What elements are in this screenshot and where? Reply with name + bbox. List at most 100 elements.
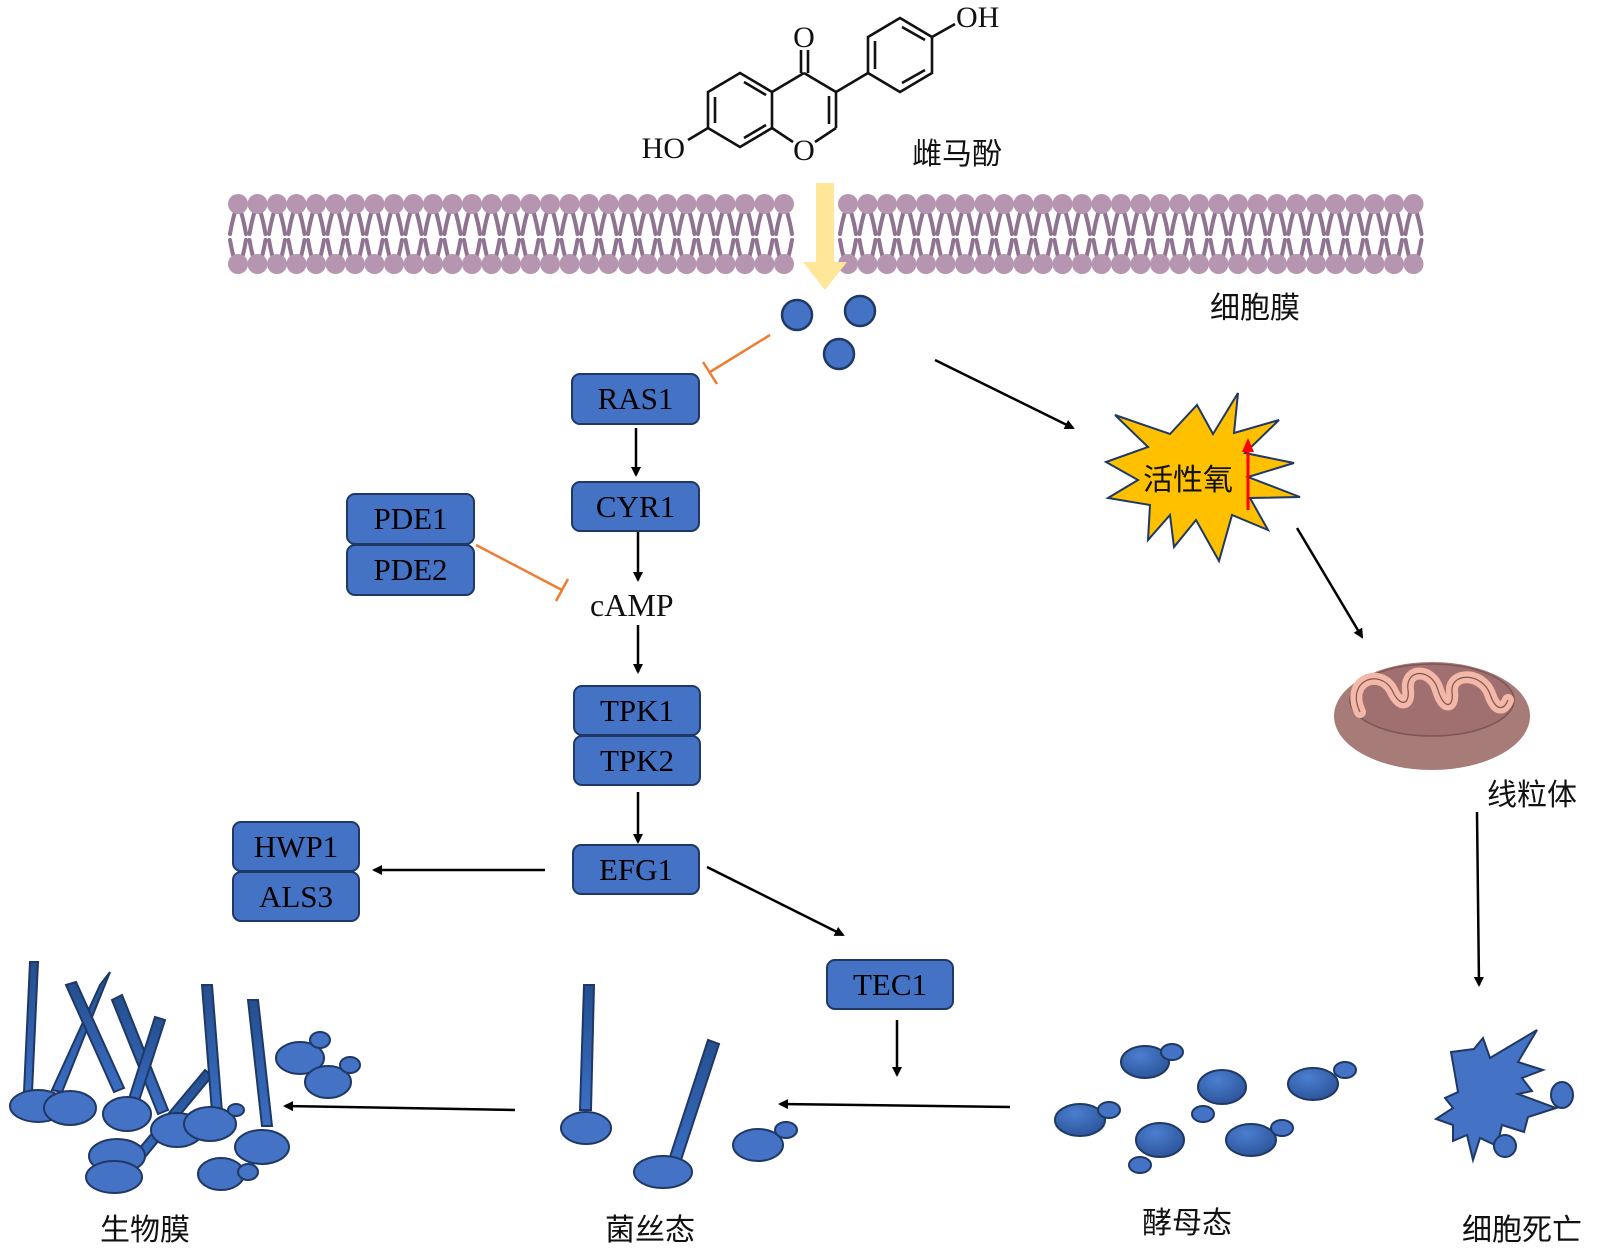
lipid-tail	[1091, 210, 1112, 236]
lipid-head	[579, 194, 599, 214]
lipid-tail	[481, 210, 502, 236]
mitochondrion	[1334, 662, 1530, 770]
lipid-head	[696, 194, 716, 214]
lipid-head	[1189, 194, 1209, 214]
protein-label: TPK1	[599, 692, 675, 728]
lipid-head	[1033, 194, 1053, 214]
arrow-hyphal-to-biofilm	[283, 1101, 516, 1112]
lipid-tail	[345, 210, 365, 236]
lipid-head	[735, 194, 755, 214]
hyphal-cells	[560, 984, 798, 1189]
protein-tec1[interactable]: TEC1	[826, 959, 954, 1010]
lipid-head	[228, 254, 248, 274]
protein-label: EFG1	[598, 851, 674, 887]
lipid-head	[1247, 254, 1268, 274]
lipid-tail	[1150, 210, 1170, 236]
lipid-head	[1286, 254, 1307, 274]
lipid-tail	[364, 210, 385, 236]
lipid-head	[935, 254, 956, 274]
cell-death-label: 细胞死亡	[1462, 1213, 1582, 1248]
lipid-head	[637, 254, 658, 274]
lipid-head	[1208, 194, 1229, 214]
molecule-dot	[822, 337, 856, 371]
protein-hwp1[interactable]: HWP1	[232, 821, 360, 872]
cell-membrane	[228, 194, 1424, 274]
protein-efg1[interactable]: EFG1	[572, 844, 700, 895]
lipid-tail	[1169, 210, 1190, 236]
lipid-head	[481, 194, 502, 214]
lipid-head	[637, 194, 658, 214]
lipid-head	[1052, 194, 1073, 214]
lipid-tail	[838, 210, 858, 236]
hydroxyl-left-label: HO	[642, 132, 685, 165]
lipid-head	[1130, 194, 1151, 214]
lipid-head	[1247, 194, 1268, 214]
protein-tpk1[interactable]: TPK1	[573, 685, 701, 736]
lipid-tail	[520, 210, 541, 236]
lipid-tail	[286, 210, 307, 236]
lipid-tail	[540, 210, 560, 236]
lipid-tail	[676, 210, 697, 236]
lipid-head	[1150, 254, 1170, 274]
lipid-tail	[618, 210, 638, 236]
lipid-tail	[423, 210, 443, 236]
arrow-molecules-ros	[934, 358, 1075, 430]
lipid-head	[676, 194, 697, 214]
lipid-tail	[403, 210, 424, 236]
protein-pde1[interactable]: PDE1	[346, 493, 475, 545]
lipid-tail	[325, 210, 346, 236]
protein-label: PDE1	[373, 501, 448, 536]
lipid-head	[1091, 194, 1112, 214]
lipid-head	[1364, 254, 1385, 274]
ring-oxygen-label: O	[793, 134, 815, 167]
lipid-head	[1091, 254, 1112, 274]
lipid-head	[1286, 194, 1307, 214]
lipid-head	[1052, 254, 1073, 274]
lipid-tail	[877, 210, 897, 236]
lipid-head	[935, 194, 956, 214]
lipid-tail	[857, 210, 878, 236]
lipid-tail	[896, 210, 917, 236]
yeast-cells	[1054, 1043, 1357, 1174]
lipid-head	[1072, 254, 1092, 274]
lipid-head	[1208, 254, 1229, 274]
entry-arrow	[803, 183, 847, 290]
lipid-head	[1345, 254, 1365, 274]
lipid-tail	[754, 210, 775, 236]
lipid-tail	[579, 210, 599, 236]
biofilm-cells	[9, 961, 361, 1194]
lipid-head	[955, 194, 975, 214]
lipid-head	[306, 194, 326, 214]
biofilm-hypha	[50, 971, 111, 1094]
arrow-yeast-to-hyphal	[778, 1099, 1011, 1110]
lipid-tail	[935, 210, 956, 236]
lipid-tail	[1345, 210, 1365, 236]
lipid-head	[501, 254, 521, 274]
lipid-tail	[715, 210, 736, 236]
lipid-head	[325, 194, 346, 214]
lipid-head	[774, 194, 794, 214]
protein-cyr1[interactable]: CYR1	[571, 481, 700, 532]
lipid-tail	[501, 210, 521, 236]
lipid-head	[1267, 254, 1287, 274]
ros-starburst	[1103, 392, 1301, 564]
protein-label: TPK2	[599, 742, 675, 778]
carbonyl-oxygen-label: O	[793, 21, 815, 54]
lipid-head	[501, 194, 521, 214]
protein-pde2[interactable]: PDE2	[346, 544, 475, 596]
protein-ras1[interactable]: RAS1	[571, 373, 700, 425]
lipid-tail	[306, 210, 326, 236]
lipid-tail	[1228, 210, 1248, 236]
lipid-head	[974, 194, 995, 214]
yeast-cell	[1225, 1123, 1277, 1157]
biofilm-cell	[304, 1065, 352, 1099]
yeast-cell	[1054, 1103, 1106, 1137]
lipid-head	[325, 254, 346, 274]
biofilm-label: 生物膜	[100, 1213, 190, 1248]
protein-tpk2[interactable]: TPK2	[573, 735, 701, 786]
lipid-head	[754, 254, 775, 274]
lipid-head	[994, 194, 1014, 214]
lipid-head	[559, 194, 580, 214]
protein-als3[interactable]: ALS3	[232, 871, 360, 922]
lipid-head	[618, 254, 638, 274]
